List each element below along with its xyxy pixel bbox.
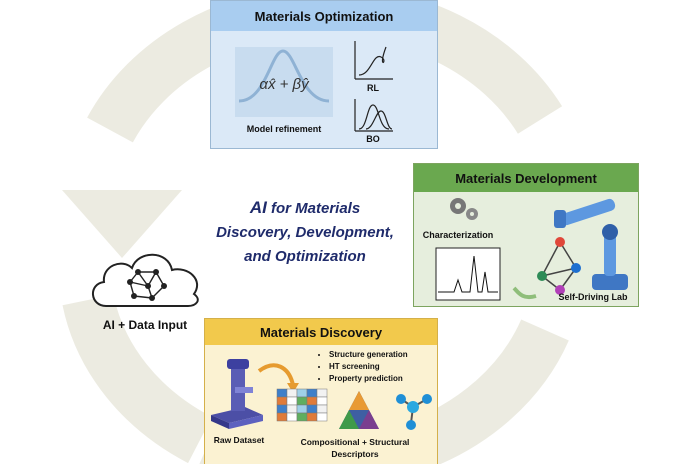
bullet-property-prediction: Property prediction	[329, 373, 408, 385]
grid-cell	[286, 404, 298, 414]
cloud-icon	[92, 253, 199, 307]
bo-curve-1	[358, 104, 390, 130]
network-nodes	[127, 269, 167, 301]
center-title-line-2: Discovery, Development,	[216, 224, 394, 241]
spectrum-box	[435, 247, 501, 301]
discovery-panel: Materials Discovery Structure generation…	[204, 318, 438, 464]
loop-arrow-icon	[512, 286, 537, 299]
grid-cell	[276, 388, 288, 398]
optimization-illustrations: αx̂ + βŷ RL BO Model refinement	[235, 41, 393, 144]
discovery-title: Materials Discovery	[205, 319, 437, 345]
center-title-ai: AI	[249, 198, 267, 217]
rl-label: RL	[367, 83, 379, 93]
data-grid-icon	[276, 388, 328, 422]
microscope-icon	[211, 359, 263, 429]
development-title: Materials Development	[414, 164, 638, 192]
center-title-line-1: AI for Materials	[210, 196, 400, 221]
grid-cell	[276, 396, 288, 406]
grid-cell	[296, 396, 308, 406]
discovery-bullets: Structure generation HT screening Proper…	[319, 349, 408, 385]
grid-cell	[316, 388, 328, 398]
self-driving-lab-label: Self-Driving Lab	[558, 292, 628, 302]
model-formula: αx̂ + βŷ	[259, 76, 310, 93]
grid-cell	[306, 396, 318, 406]
optimization-panel: Materials Optimization αx̂ + βŷ RL BO Mo…	[210, 0, 438, 149]
curved-arrow-icon	[257, 363, 295, 386]
spectrum-peaks	[438, 255, 498, 293]
grid-cell	[306, 388, 318, 398]
data-input-label: AI + Data Input	[102, 318, 188, 332]
grid-cell	[296, 388, 308, 398]
grid-cell	[296, 412, 308, 422]
grid-cell	[306, 412, 318, 422]
bo-label: BO	[366, 134, 380, 144]
model-plot-box	[235, 47, 333, 117]
grid-cell	[286, 412, 298, 422]
bullet-structure-generation: Structure generation	[329, 349, 408, 361]
robot-arm-icon	[554, 198, 628, 290]
raw-dataset-label: Raw Dataset	[214, 435, 265, 445]
development-illustrations: Characterization	[423, 198, 628, 302]
center-title: AI for Materials Discovery, Development,…	[210, 196, 400, 269]
arrow-head	[287, 383, 299, 393]
bo-curve-2	[365, 110, 393, 130]
optimization-title: Materials Optimization	[211, 1, 437, 31]
model-refinement-label: Model refinement	[247, 124, 322, 134]
discovery-illustrations: Raw Dataset Compositional + Structural D…	[211, 359, 432, 459]
descriptor-label-1: Compositional + Structural	[301, 437, 410, 447]
gear-icon	[450, 198, 478, 220]
grid-cell	[306, 404, 318, 414]
molecule-icon	[396, 394, 432, 430]
bullet-ht-screening: HT screening	[329, 361, 408, 373]
grid-cell	[316, 396, 328, 406]
grid-cell	[316, 412, 328, 422]
grid-cell	[316, 404, 328, 414]
descriptor-label-2: Descriptors	[331, 449, 379, 459]
cycle-arc-left	[62, 294, 213, 464]
grid-cell	[286, 396, 298, 406]
center-title-line-3: and Optimization	[244, 248, 366, 265]
grid-cell	[276, 404, 288, 414]
characterization-label: Characterization	[423, 230, 494, 240]
molecule-network-icon	[537, 237, 581, 295]
model-curve	[238, 49, 330, 103]
triangle-phase-icon	[339, 391, 379, 429]
rl-curve	[358, 46, 387, 76]
grid-cell	[296, 404, 308, 414]
grid-cell	[286, 388, 298, 398]
development-panel: Materials Development Characterization	[413, 163, 639, 307]
cycle-arrowhead	[62, 190, 182, 258]
grid-cell	[276, 412, 288, 422]
center-title-line-1-rest: for Materials	[266, 200, 361, 217]
